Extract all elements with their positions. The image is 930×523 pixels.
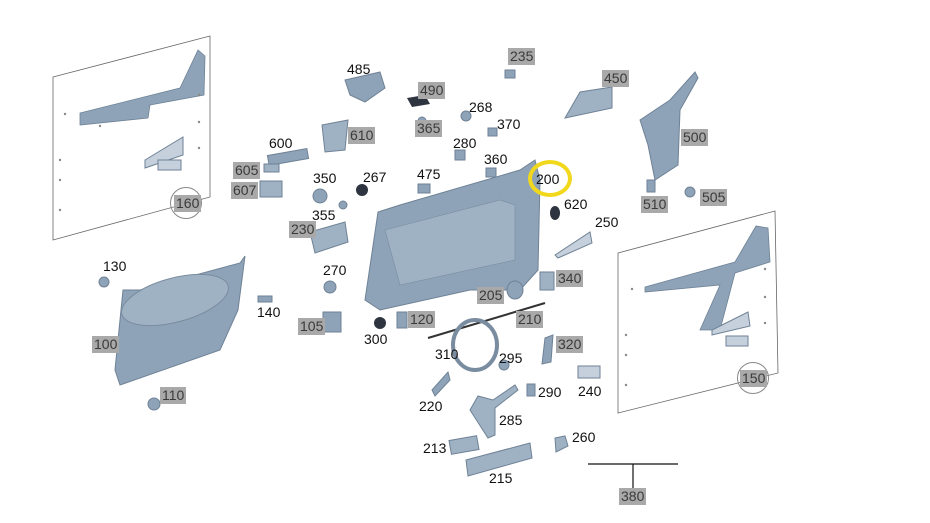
label-295[interactable]: 295 (499, 350, 523, 366)
label-350[interactable]: 350 (313, 170, 337, 186)
label-475[interactable]: 475 (417, 166, 441, 182)
panel-160-plane (52, 35, 211, 241)
label-105[interactable]: 105 (298, 318, 326, 335)
label-150[interactable]: 150 (740, 370, 768, 387)
label-200[interactable]: 200 (536, 171, 560, 187)
label-270[interactable]: 270 (323, 262, 347, 278)
highlight-ring-200 (528, 160, 572, 197)
label-365[interactable]: 365 (415, 120, 443, 137)
panel-150-ring (737, 362, 769, 394)
label-285[interactable]: 285 (499, 412, 523, 428)
label-605[interactable]: 605 (233, 162, 261, 179)
label-220[interactable]: 220 (419, 398, 443, 414)
label-610[interactable]: 610 (348, 127, 376, 144)
label-450[interactable]: 450 (602, 70, 630, 87)
label-500[interactable]: 500 (681, 129, 709, 146)
label-140[interactable]: 140 (257, 304, 281, 320)
label-340[interactable]: 340 (556, 270, 584, 287)
label-607[interactable]: 607 (231, 182, 259, 199)
label-510[interactable]: 510 (641, 196, 669, 213)
label-250[interactable]: 250 (595, 214, 619, 230)
label-210[interactable]: 210 (516, 311, 544, 328)
label-205[interactable]: 205 (477, 287, 505, 304)
label-370[interactable]: 370 (497, 116, 521, 132)
label-620[interactable]: 620 (564, 196, 588, 212)
label-110[interactable]: 110 (160, 387, 187, 404)
label-490[interactable]: 490 (418, 82, 446, 99)
label-320[interactable]: 320 (556, 336, 584, 353)
label-213[interactable]: 213 (423, 440, 447, 456)
label-300[interactable]: 300 (364, 331, 388, 347)
label-290[interactable]: 290 (538, 384, 562, 400)
label-230[interactable]: 230 (289, 221, 317, 238)
label-355[interactable]: 355 (312, 207, 336, 223)
label-130[interactable]: 130 (103, 258, 127, 274)
label-160[interactable]: 160 (174, 195, 202, 212)
label-120[interactable]: 120 (408, 311, 436, 328)
label-360[interactable]: 360 (484, 151, 508, 167)
label-380[interactable]: 380 (619, 488, 647, 505)
panel-150-plane (617, 210, 779, 414)
label-235[interactable]: 235 (508, 48, 536, 65)
label-310[interactable]: 310 (435, 346, 459, 362)
label-100[interactable]: 100 (92, 336, 120, 353)
label-505[interactable]: 505 (700, 189, 728, 206)
label-485[interactable]: 485 (347, 61, 371, 77)
label-260[interactable]: 260 (572, 429, 596, 445)
label-267[interactable]: 267 (363, 169, 387, 185)
label-215[interactable]: 215 (489, 470, 513, 486)
label-240[interactable]: 240 (578, 383, 602, 399)
label-280[interactable]: 280 (453, 135, 477, 151)
panel-160-ring (170, 187, 202, 219)
label-600[interactable]: 600 (269, 135, 293, 151)
label-268[interactable]: 268 (469, 99, 493, 115)
